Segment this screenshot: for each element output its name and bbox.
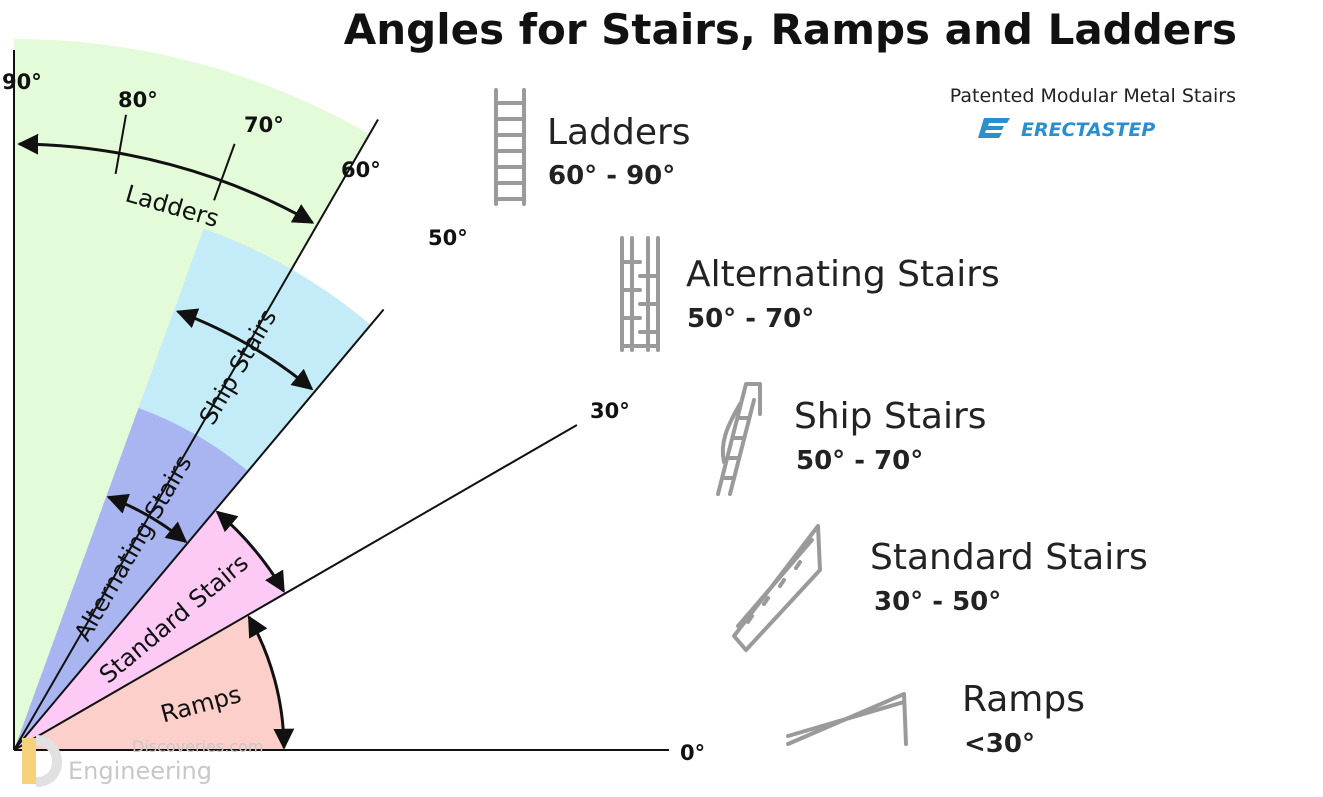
- category-name: Alternating Stairs: [686, 254, 1000, 295]
- zone-ramps: [14, 615, 284, 750]
- watermark-line1: Discoveries.com: [132, 737, 263, 756]
- ship-stairs-icon: [716, 382, 762, 496]
- category-name: Standard Stairs: [870, 537, 1148, 578]
- angle-label-90: 90°: [2, 70, 42, 94]
- angle-label-60: 60°: [341, 158, 381, 182]
- ray-50: [13, 308, 385, 751]
- brand-name: ERECTASTEP: [1021, 119, 1155, 141]
- page-title: Angles for Stairs, Ramps and Ladders: [344, 5, 1237, 54]
- category-list: Ladders 60° - 90° Alternating Stairs 50°…: [494, 88, 1148, 759]
- category-name: Ramps: [962, 679, 1085, 720]
- zone-alternating-stairs: [14, 407, 248, 750]
- arc-standard-stairs: [215, 510, 285, 593]
- arc-ramps: [247, 615, 295, 750]
- erectastep-logo-icon: [978, 118, 1010, 138]
- category-range: <30°: [964, 729, 1035, 759]
- angle-labels: 0° 30° 50° 60° 70° 80° 90°: [2, 70, 705, 765]
- ladder-icon: [494, 88, 526, 206]
- category-name: Ladders: [547, 112, 691, 153]
- brand-tagline: Patented Modular Metal Stairs: [950, 85, 1236, 107]
- arc-alternating-stairs: [106, 493, 188, 543]
- category-name: Ship Stairs: [794, 396, 987, 437]
- category-range: 30° - 50°: [874, 587, 1001, 617]
- category-alternating-stairs: Alternating Stairs 50° - 70°: [620, 236, 1000, 352]
- ray-30: [13, 424, 578, 751]
- angle-ticks: [114, 114, 236, 201]
- standard-stairs-icon: [732, 524, 822, 652]
- category-ladders: Ladders 60° - 90°: [494, 88, 691, 206]
- alternating-stairs-icon: [620, 236, 660, 352]
- category-ship-stairs: Ship Stairs 50° - 70°: [716, 382, 987, 496]
- category-ramps: Ramps <30°: [786, 679, 1085, 759]
- watermark: Discoveries.com Engineering: [22, 735, 263, 787]
- tick-70: [213, 143, 236, 201]
- arc-ladders: [17, 133, 315, 224]
- angle-label-80: 80°: [118, 88, 158, 112]
- angle-label-70: 70°: [244, 113, 284, 137]
- range-arcs: [17, 133, 315, 750]
- category-range: 60° - 90°: [548, 161, 675, 191]
- angle-rays: [13, 50, 669, 751]
- ray-60: [13, 119, 379, 751]
- brand-logo: ERECTASTEP: [978, 118, 1155, 141]
- watermark-line2: Engineering: [68, 757, 212, 785]
- angle-label-50: 50°: [428, 226, 468, 250]
- category-range: 50° - 70°: [796, 446, 923, 476]
- discoveries-logo-icon: [22, 735, 62, 787]
- tick-80: [114, 114, 127, 175]
- category-standard-stairs: Standard Stairs 30° - 50°: [732, 524, 1148, 652]
- angle-label-0: 0°: [680, 741, 705, 765]
- ramp-icon: [786, 692, 908, 746]
- angle-label-30: 30°: [590, 399, 630, 423]
- category-range: 50° - 70°: [687, 304, 814, 334]
- arc-ship-stairs: [175, 308, 314, 391]
